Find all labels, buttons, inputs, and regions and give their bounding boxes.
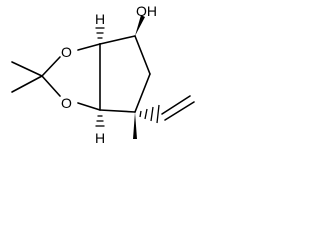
bond-coh-ch2 xyxy=(134,35,151,75)
hash-v4 xyxy=(156,104,160,124)
bond-o-upper-c xyxy=(77,43,101,51)
ring-oxygen-upper-label: O xyxy=(61,44,72,60)
bond-c-top-coh xyxy=(99,35,136,45)
molecule-structure: OH O O H H xyxy=(11,3,195,146)
bond-methyl-1 xyxy=(11,61,43,77)
hash-v2 xyxy=(144,108,148,120)
dioxolane-bonds xyxy=(77,43,101,111)
vinyl-bonds xyxy=(161,95,195,121)
stereo-h-lower-label: H xyxy=(95,130,105,146)
bond-cq-o-lower xyxy=(41,75,61,97)
vinyl-hash xyxy=(139,104,160,124)
cyclopentane-bonds xyxy=(99,35,151,113)
bond-methyl-2 xyxy=(11,75,43,93)
methyl-wedge-bond xyxy=(133,112,137,139)
stereo-h-upper-label: H xyxy=(95,11,105,27)
bond-cq-c-bottom xyxy=(99,109,136,113)
stereo-h-upper-hash xyxy=(95,27,105,44)
bond-vinyl-double xyxy=(164,101,195,121)
hydroxyl-label: OH xyxy=(136,3,157,19)
ring-oxygen-lower-label: O xyxy=(61,95,72,111)
bond-ch2-cq xyxy=(134,73,151,113)
hydroxyl-wedge-bond xyxy=(135,15,145,36)
bond-cq-o-upper xyxy=(41,56,61,77)
bond-o-lower-c xyxy=(77,102,101,111)
hash-v1 xyxy=(139,110,142,118)
stereo-h-lower-hash xyxy=(95,115,105,127)
gem-dimethyl-bonds xyxy=(11,56,61,97)
bond-vinyl-ch-ch2 xyxy=(161,95,191,115)
hash-v3 xyxy=(150,106,154,122)
